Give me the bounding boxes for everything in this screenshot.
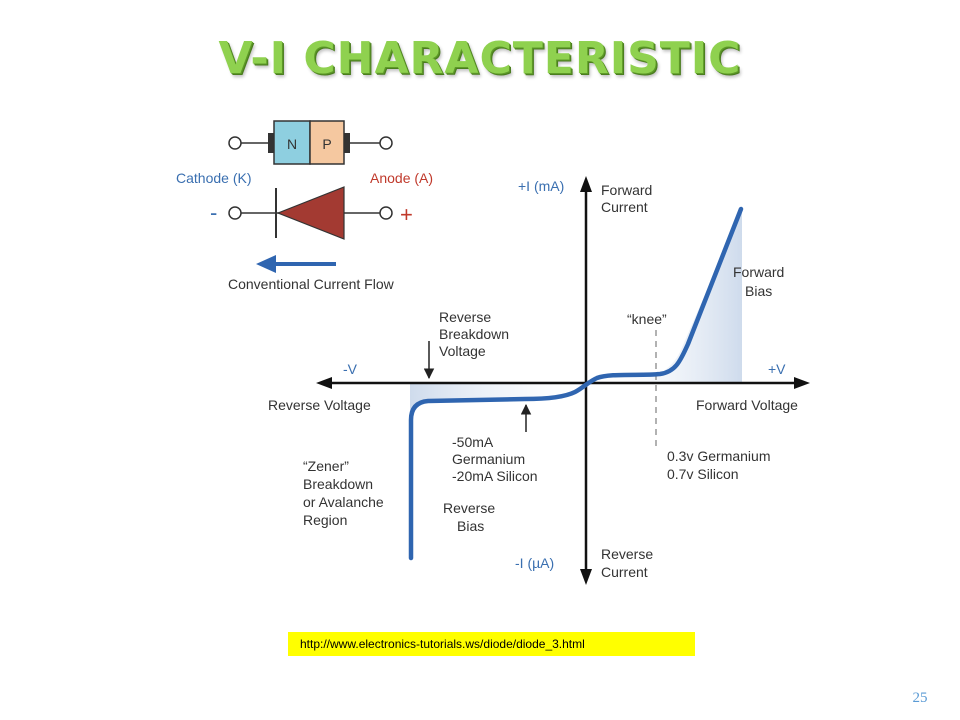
neg-voltage-axis-label: -V (343, 361, 358, 377)
diode-package: N P (228, 120, 393, 165)
cathode-terminal-top (228, 136, 242, 150)
slide-title: V-I CHARACTERISTIC (218, 33, 742, 84)
anode-label: Anode (A) (370, 170, 433, 186)
knee-label: “knee” (627, 311, 667, 327)
pos-current-axis-label: +I (mA) (518, 178, 564, 194)
diode-symbol (228, 186, 393, 240)
anode-terminal-top (379, 136, 393, 150)
reverse-bias-label: Reverse Bias (443, 500, 499, 534)
neg-current-axis-label: -I (µA) (515, 555, 554, 571)
threshold-voltage-label: 0.3v Germanium 0.7v Silicon (667, 448, 774, 482)
cathode-terminal (228, 206, 242, 220)
p-region (309, 120, 345, 165)
anode-terminal (379, 206, 393, 220)
zener-region-label: “Zener” Breakdown or Avalanche Region (303, 458, 388, 528)
forward-voltage-label: Forward Voltage (696, 397, 798, 413)
page-number: 25 (912, 690, 928, 706)
reverse-voltage-label: Reverse Voltage (268, 397, 371, 413)
n-label: N (287, 136, 297, 152)
reverse-current-label: Reverse Current (601, 546, 657, 580)
characteristic-curve (408, 206, 744, 561)
forward-current-label: Forward Current (601, 182, 656, 215)
forward-bias-region (586, 210, 742, 383)
reverse-bias-region (410, 383, 586, 418)
source-url[interactable]: http://www.electronics-tutorials.ws/diod… (288, 632, 695, 656)
axes (316, 176, 810, 585)
cathode-label: Cathode (K) (176, 170, 251, 186)
diode-triangle (276, 186, 345, 240)
pos-voltage-axis-label: +V (768, 361, 786, 377)
plus-sign: + (400, 202, 413, 227)
leakage-current-label: -50mA Germanium -20mA Silicon (452, 434, 538, 484)
breakdown-voltage-label: Reverse Breakdown Voltage (439, 309, 513, 359)
p-label: P (322, 136, 331, 152)
current-flow-label: Conventional Current Flow (228, 276, 395, 292)
minus-sign: - (210, 200, 217, 225)
current-flow-arrow (256, 255, 336, 273)
forward-bias-label: Forward Bias (733, 264, 788, 299)
